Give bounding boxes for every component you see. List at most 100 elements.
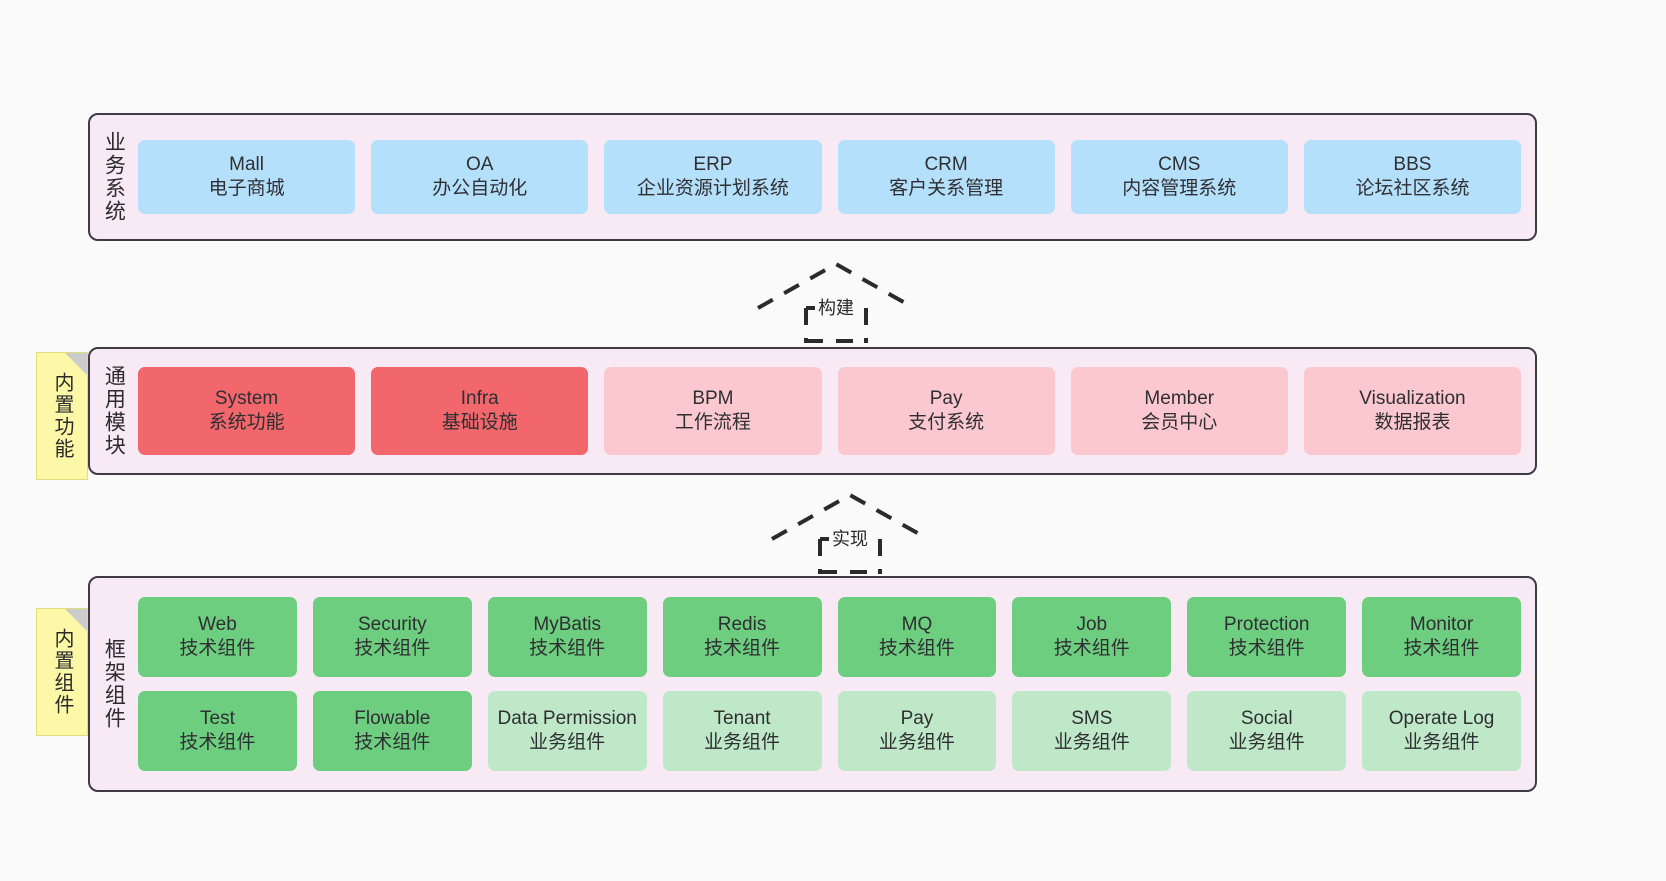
connector-implement-label: 实现 bbox=[829, 525, 871, 551]
card-mall[interactable]: Mall 电子商城 bbox=[138, 140, 356, 214]
card-erp-cn: 企业资源计划系统 bbox=[636, 178, 789, 199]
layer-common-modules: 通用模块 System 系统功能 Infra 基础设施 BPM 工作流程 Pay… bbox=[88, 347, 1537, 475]
card-monitor-cn: 技术组件 bbox=[1403, 638, 1480, 659]
layer-framework-components-body: Web 技术组件 Security 技术组件 MyBatis 技术组件 Redi… bbox=[136, 578, 1535, 790]
card-protection-cn: 技术组件 bbox=[1228, 638, 1305, 659]
card-security[interactable]: Security 技术组件 bbox=[312, 597, 472, 677]
card-social-cn: 业务组件 bbox=[1228, 732, 1305, 753]
card-infra[interactable]: Infra 基础设施 bbox=[371, 367, 589, 455]
card-flowable-cn: 技术组件 bbox=[354, 732, 431, 753]
card-tenant[interactable]: Tenant 业务组件 bbox=[662, 691, 822, 771]
card-system-cn: 系统功能 bbox=[208, 412, 285, 433]
card-mq-cn: 技术组件 bbox=[878, 638, 955, 659]
framework-tech-row: Web 技术组件 Security 技术组件 MyBatis 技术组件 Redi… bbox=[138, 597, 1521, 677]
card-sms-cn: 业务组件 bbox=[1053, 732, 1130, 753]
card-pay-component[interactable]: Pay 业务组件 bbox=[837, 691, 997, 771]
card-member-cn: 会员中心 bbox=[1141, 412, 1218, 433]
card-job[interactable]: Job 技术组件 bbox=[1012, 597, 1172, 677]
layer-framework-components-title: 框架组件 bbox=[102, 638, 126, 730]
connector-implement: 实现 bbox=[766, 489, 934, 574]
card-crm-en: CRM bbox=[924, 154, 968, 176]
card-test[interactable]: Test 技术组件 bbox=[138, 691, 297, 771]
card-cms[interactable]: CMS 内容管理系统 bbox=[1070, 140, 1288, 214]
card-system[interactable]: System 系统功能 bbox=[138, 367, 356, 455]
card-visualization[interactable]: Visualization 数据报表 bbox=[1303, 367, 1522, 455]
layer-framework-components: 框架组件 Web 技术组件 Security 技术组件 MyBatis 技术组件… bbox=[88, 576, 1537, 792]
layer-business-systems-title: 业务系统 bbox=[102, 131, 126, 223]
card-crm[interactable]: CRM 客户关系管理 bbox=[837, 140, 1055, 214]
card-tenant-en: Tenant bbox=[713, 708, 771, 730]
card-oa[interactable]: OA 办公自动化 bbox=[371, 140, 589, 214]
card-erp[interactable]: ERP 企业资源计划系统 bbox=[604, 140, 822, 214]
card-pay-module-cn: 支付系统 bbox=[908, 412, 985, 433]
note-fold-icon bbox=[65, 609, 87, 631]
card-member-en: Member bbox=[1144, 388, 1215, 410]
card-erp-en: ERP bbox=[693, 154, 733, 176]
card-pay-component-cn: 业务组件 bbox=[878, 732, 955, 753]
card-monitor[interactable]: Monitor 技术组件 bbox=[1362, 597, 1521, 677]
common-modules-row: System 系统功能 Infra 基础设施 BPM 工作流程 Pay 支付系统… bbox=[138, 367, 1522, 455]
card-mall-cn: 电子商城 bbox=[208, 178, 285, 199]
card-visualization-en: Visualization bbox=[1359, 388, 1466, 410]
note-builtin-component: 内置组件 bbox=[36, 608, 88, 736]
card-test-en: Test bbox=[200, 708, 235, 730]
connector-build-label: 构建 bbox=[815, 294, 857, 320]
card-data-permission[interactable]: Data Permission 业务组件 bbox=[487, 691, 647, 771]
card-mybatis-cn: 技术组件 bbox=[529, 638, 606, 659]
card-bbs[interactable]: BBS 论坛社区系统 bbox=[1303, 140, 1522, 214]
card-redis-en: Redis bbox=[717, 614, 767, 636]
card-security-en: Security bbox=[357, 614, 427, 636]
card-flowable-en: Flowable bbox=[354, 708, 431, 730]
card-protection-en: Protection bbox=[1223, 614, 1310, 636]
card-member[interactable]: Member 会员中心 bbox=[1070, 367, 1288, 455]
card-web-cn: 技术组件 bbox=[179, 638, 256, 659]
card-infra-en: Infra bbox=[460, 388, 499, 410]
card-operate-log[interactable]: Operate Log 业务组件 bbox=[1362, 691, 1521, 771]
card-pay-module-en: Pay bbox=[929, 388, 963, 410]
layer-common-modules-body: System 系统功能 Infra 基础设施 BPM 工作流程 Pay 支付系统… bbox=[136, 349, 1535, 473]
card-pay-module[interactable]: Pay 支付系统 bbox=[837, 367, 1055, 455]
card-operate-log-cn: 业务组件 bbox=[1403, 732, 1480, 753]
card-job-en: Job bbox=[1076, 614, 1108, 636]
layer-business-systems-body: Mall 电子商城 OA 办公自动化 ERP 企业资源计划系统 CRM 客户关系… bbox=[136, 115, 1535, 239]
note-builtin-function: 内置功能 bbox=[36, 352, 88, 480]
note-fold-icon bbox=[65, 353, 87, 375]
card-bbs-en: BBS bbox=[1393, 154, 1432, 176]
card-protection[interactable]: Protection 技术组件 bbox=[1187, 597, 1347, 677]
card-bpm-en: BPM bbox=[692, 388, 734, 410]
card-cms-cn: 内容管理系统 bbox=[1122, 178, 1237, 199]
card-sms[interactable]: SMS 业务组件 bbox=[1012, 691, 1172, 771]
card-redis-cn: 技术组件 bbox=[704, 638, 781, 659]
card-bbs-cn: 论坛社区系统 bbox=[1355, 178, 1470, 199]
layer-common-modules-title: 通用模块 bbox=[102, 365, 126, 457]
card-mq[interactable]: MQ 技术组件 bbox=[837, 597, 997, 677]
card-redis[interactable]: Redis 技术组件 bbox=[662, 597, 822, 677]
card-mall-en: Mall bbox=[229, 154, 264, 176]
card-job-cn: 技术组件 bbox=[1053, 638, 1130, 659]
card-tenant-cn: 业务组件 bbox=[704, 732, 781, 753]
card-mybatis-en: MyBatis bbox=[533, 614, 601, 636]
layer-business-systems: 业务系统 Mall 电子商城 OA 办公自动化 ERP 企业资源计划系统 CRM… bbox=[88, 113, 1537, 241]
business-systems-row: Mall 电子商城 OA 办公自动化 ERP 企业资源计划系统 CRM 客户关系… bbox=[138, 140, 1522, 214]
card-data-permission-en: Data Permission bbox=[497, 708, 637, 730]
card-flowable[interactable]: Flowable 技术组件 bbox=[312, 691, 472, 771]
note-builtin-function-label: 内置功能 bbox=[51, 372, 73, 460]
card-social-en: Social bbox=[1240, 708, 1293, 730]
card-pay-component-en: Pay bbox=[900, 708, 934, 730]
connector-build: 构建 bbox=[752, 258, 920, 343]
card-security-cn: 技术组件 bbox=[354, 638, 431, 659]
card-data-permission-cn: 业务组件 bbox=[529, 732, 606, 753]
framework-business-row: Test 技术组件 Flowable 技术组件 Data Permission … bbox=[138, 691, 1521, 771]
card-mybatis[interactable]: MyBatis 技术组件 bbox=[487, 597, 647, 677]
card-mq-en: MQ bbox=[901, 614, 933, 636]
note-builtin-component-label: 内置组件 bbox=[51, 628, 73, 716]
card-oa-cn: 办公自动化 bbox=[432, 178, 528, 199]
card-social[interactable]: Social 业务组件 bbox=[1187, 691, 1347, 771]
card-crm-cn: 客户关系管理 bbox=[889, 178, 1004, 199]
card-cms-en: CMS bbox=[1158, 154, 1201, 176]
card-bpm[interactable]: BPM 工作流程 bbox=[604, 367, 822, 455]
card-bpm-cn: 工作流程 bbox=[674, 412, 751, 433]
card-operate-log-en: Operate Log bbox=[1388, 708, 1495, 730]
card-web[interactable]: Web 技术组件 bbox=[138, 597, 297, 677]
card-web-en: Web bbox=[198, 614, 237, 636]
